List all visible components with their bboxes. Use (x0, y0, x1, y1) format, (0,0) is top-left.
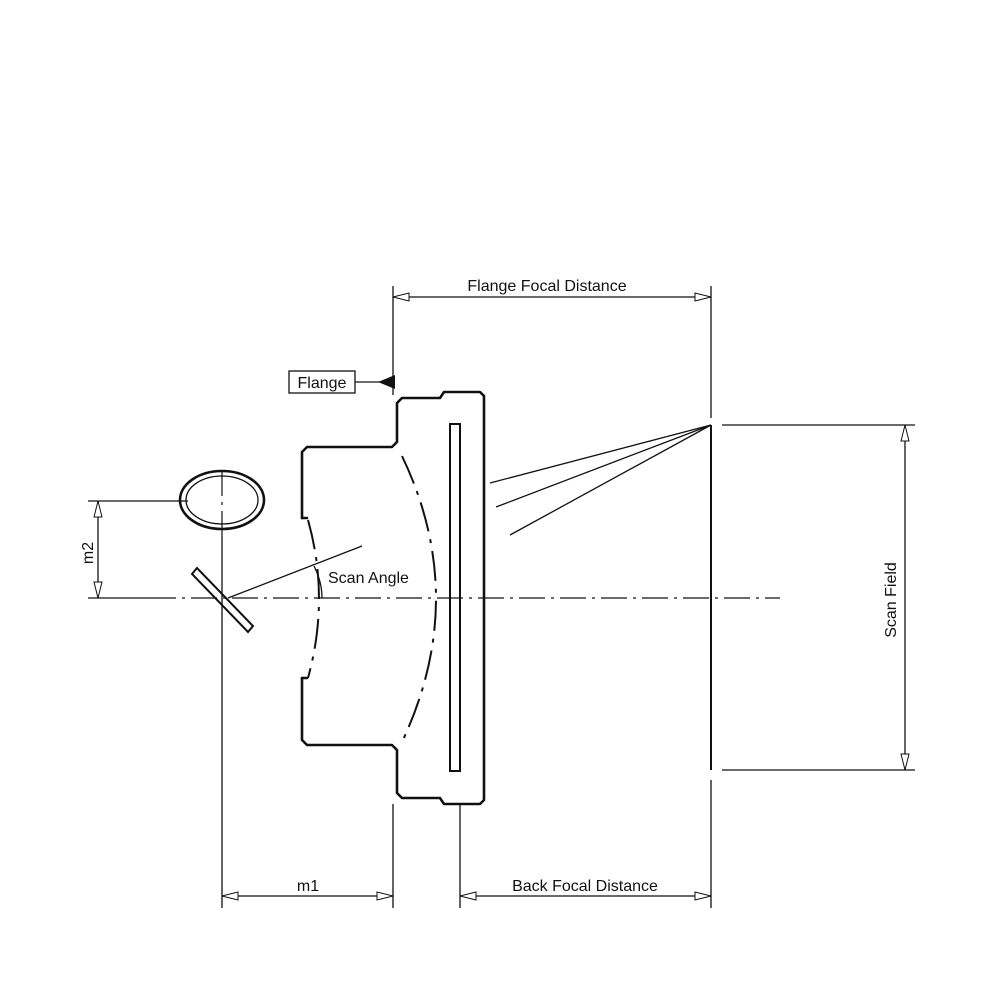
scan-field-label: Scan Field (883, 562, 900, 638)
protective-window (449, 423, 461, 772)
scan-angle-arc (313, 565, 323, 599)
galvo-mirror-x (190, 566, 255, 634)
beam-rays (489, 424, 712, 536)
lens-housing (300, 390, 486, 806)
m2-label: m2 (80, 542, 97, 564)
m1-dimension (221, 804, 394, 908)
scan-angle-ray (227, 545, 363, 599)
scan-angle-label: Scan Angle (328, 570, 409, 587)
lens-inner-arc-right (401, 455, 437, 743)
back-focal-distance-dimension (459, 780, 712, 908)
lens-inner-arc-left (307, 519, 320, 679)
scan-field-dimension (722, 424, 915, 771)
m2-dimension (88, 500, 188, 599)
galvo-mirror-y (178, 469, 266, 536)
back-focal-distance-label: Back Focal Distance (512, 878, 658, 895)
m1-label: m1 (297, 878, 319, 895)
flange-label: Flange (298, 375, 347, 392)
flange-focal-distance-label: Flange Focal Distance (467, 278, 626, 295)
flange-callout (288, 370, 395, 394)
